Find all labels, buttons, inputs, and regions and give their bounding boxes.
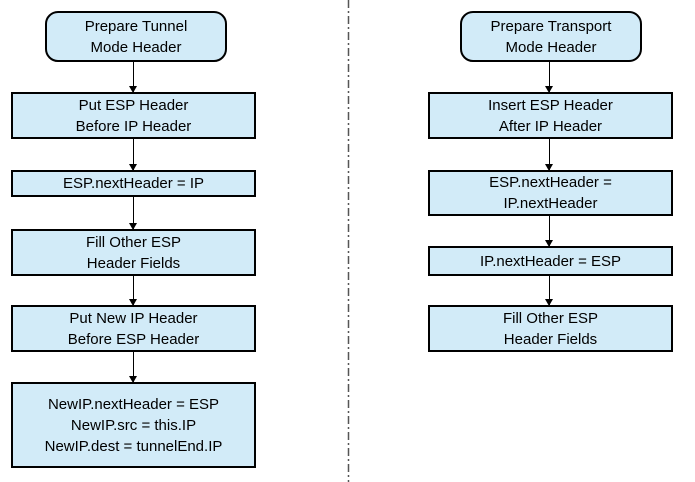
tunnel-step-prepare-header: Prepare Tunnel Mode Header bbox=[45, 11, 227, 62]
tunnel-step-newip-assignments: NewIP.nextHeader = ESP NewIP.src = this.… bbox=[11, 382, 256, 468]
flow-arrow-down bbox=[544, 139, 553, 171]
flow-arrow-down bbox=[128, 197, 137, 230]
transport-step-fill-other-fields: Fill Other ESP Header Fields bbox=[428, 305, 673, 352]
flow-arrow-down bbox=[128, 62, 137, 93]
flow-arrow-down bbox=[128, 352, 137, 383]
tunnel-step-put-new-ip-header: Put New IP Header Before ESP Header bbox=[11, 305, 256, 352]
transport-step-ip-nextheader: IP.nextHeader = ESP bbox=[428, 246, 673, 276]
flow-arrow-down bbox=[128, 276, 137, 306]
flow-arrow-down bbox=[544, 276, 553, 306]
tunnel-step-fill-other-fields: Fill Other ESP Header Fields bbox=[11, 229, 256, 276]
transport-step-esp-nextheader: ESP.nextHeader = IP.nextHeader bbox=[428, 170, 673, 216]
tunnel-step-put-esp-header: Put ESP Header Before IP Header bbox=[11, 92, 256, 139]
transport-step-insert-esp-header: Insert ESP Header After IP Header bbox=[428, 92, 673, 139]
transport-step-prepare-header: Prepare Transport Mode Header bbox=[460, 11, 642, 62]
flow-arrow-down bbox=[544, 62, 553, 93]
flow-arrow-down bbox=[544, 216, 553, 247]
tunnel-step-esp-nextheader: ESP.nextHeader = IP bbox=[11, 170, 256, 197]
flow-arrow-down bbox=[128, 139, 137, 171]
